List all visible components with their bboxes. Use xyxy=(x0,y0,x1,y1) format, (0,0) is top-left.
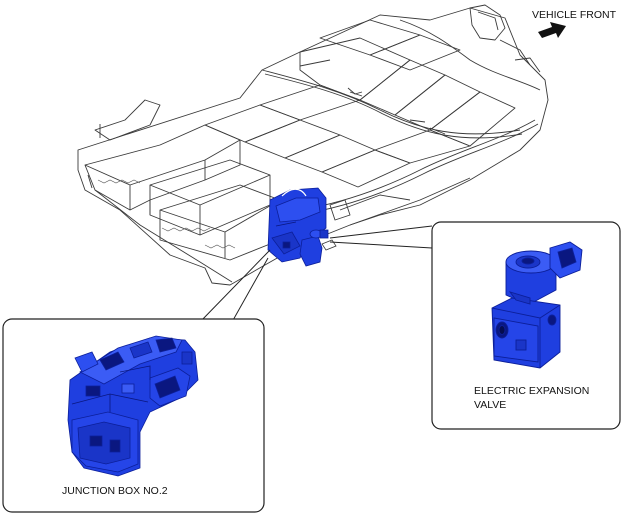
callout-junction-box: JUNCTION BOX NO.2 xyxy=(2,318,265,513)
vehicle-front-label: VEHICLE FRONT xyxy=(532,9,617,21)
arrow-icon xyxy=(538,22,566,38)
expansion-valve-in-pack xyxy=(299,229,337,267)
junction-box-label: JUNCTION BOX NO.2 xyxy=(62,485,168,497)
module-base-texture xyxy=(97,179,236,249)
callout-expansion-valve: ELECTRIC EXPANSION VALVE xyxy=(431,221,621,430)
callout-leaders xyxy=(199,225,433,323)
junction-box-illustration xyxy=(67,335,199,477)
expansion-valve-illustration xyxy=(491,241,583,369)
expansion-valve-label-line1: ELECTRIC EXPANSION xyxy=(474,385,589,397)
battery-pack xyxy=(77,4,549,286)
expansion-valve-label-line2: VALVE xyxy=(474,399,506,411)
